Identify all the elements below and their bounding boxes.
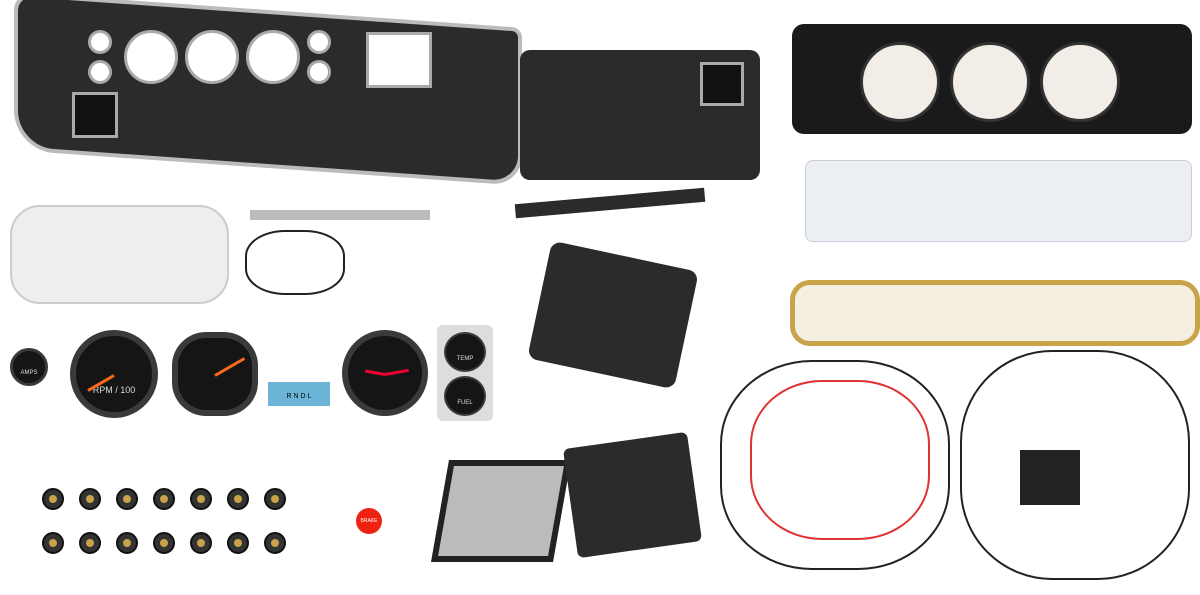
ammeter-gauge: AMPS bbox=[10, 348, 48, 386]
gauge-opening bbox=[950, 42, 1030, 122]
gauge-opening bbox=[860, 42, 940, 122]
lens bbox=[805, 160, 1192, 242]
shift-indicator: R N D L bbox=[268, 382, 330, 406]
bulb-socket bbox=[227, 488, 249, 510]
cable bbox=[245, 230, 345, 295]
printed-circuit bbox=[790, 280, 1200, 346]
kick-panel bbox=[562, 431, 703, 559]
brake-knob: BRAKE bbox=[356, 508, 382, 534]
cluster-carrier bbox=[10, 205, 229, 304]
gauge-opening bbox=[88, 60, 112, 84]
gauge-opening bbox=[307, 60, 331, 84]
dash-trim-strip bbox=[514, 187, 706, 219]
gauge-opening bbox=[1040, 42, 1120, 122]
bulb-socket bbox=[116, 488, 138, 510]
bulb-socket bbox=[190, 532, 212, 554]
fuse-block bbox=[1020, 450, 1080, 505]
wiring-harness bbox=[750, 380, 930, 540]
tachometer: RPM / 100 bbox=[70, 330, 158, 418]
bulb-socket bbox=[153, 488, 175, 510]
gauge-opening bbox=[88, 30, 112, 54]
air-vent bbox=[700, 62, 744, 106]
gauge-opening bbox=[246, 30, 300, 84]
radio-opening bbox=[366, 32, 432, 88]
gauge-opening bbox=[124, 30, 178, 84]
bulb-socket bbox=[79, 532, 101, 554]
glovebox-liner bbox=[431, 460, 571, 562]
tach-label: RPM / 100 bbox=[92, 385, 136, 396]
bracket bbox=[250, 210, 430, 220]
fuel-gauge: FUEL bbox=[444, 376, 486, 416]
gauge-opening bbox=[307, 30, 331, 54]
bulb-socket bbox=[79, 488, 101, 510]
bulb-socket bbox=[42, 532, 64, 554]
bulb-socket bbox=[264, 532, 286, 554]
bulb-socket bbox=[227, 532, 249, 554]
speedometer bbox=[172, 332, 258, 416]
temp-label: TEMP bbox=[456, 355, 474, 362]
bulb-socket bbox=[153, 532, 175, 554]
bulb-socket bbox=[264, 488, 286, 510]
glovebox-door bbox=[527, 240, 699, 390]
gauge-opening bbox=[185, 30, 239, 84]
clock bbox=[342, 330, 428, 416]
bulb-socket bbox=[116, 532, 138, 554]
ammeter-label: AMPS bbox=[20, 369, 38, 376]
wiring-harness bbox=[960, 350, 1190, 580]
temp-gauge: TEMP bbox=[444, 332, 486, 372]
bulb-socket bbox=[42, 488, 64, 510]
fuel-label: FUEL bbox=[457, 399, 473, 406]
bulb-socket bbox=[190, 488, 212, 510]
air-vent bbox=[72, 92, 118, 138]
wiring-harness bbox=[720, 360, 950, 570]
